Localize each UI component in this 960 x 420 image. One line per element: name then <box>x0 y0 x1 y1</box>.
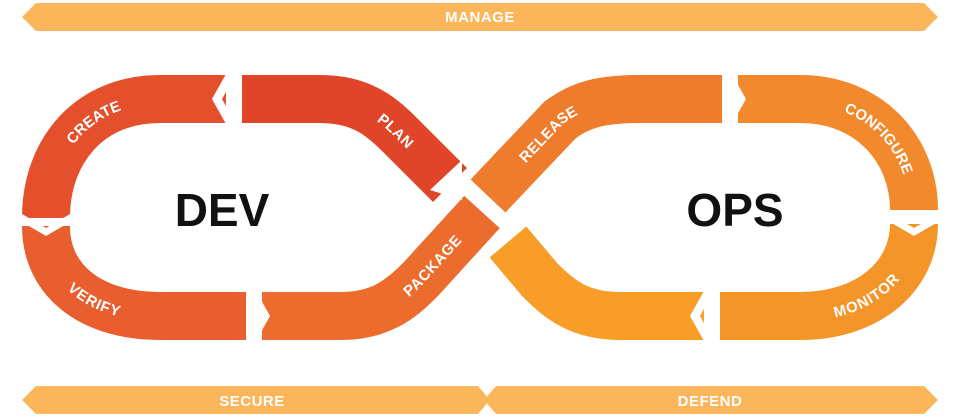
chevron-notches <box>22 74 938 341</box>
verify-segment <box>46 226 246 316</box>
defend-bar <box>484 386 938 414</box>
final-segment <box>489 226 704 340</box>
defend-label: DEFEND <box>678 393 743 410</box>
secure-bar <box>22 386 490 414</box>
manage-label: MANAGE <box>445 9 515 26</box>
manage-bar <box>22 3 938 31</box>
monitor-segment <box>720 224 914 316</box>
package-segment <box>262 212 482 316</box>
plan-segment <box>242 99 450 185</box>
secure-label: SECURE <box>219 393 285 410</box>
ops-label: OPS <box>686 184 783 236</box>
dev-label: DEV <box>175 184 270 236</box>
